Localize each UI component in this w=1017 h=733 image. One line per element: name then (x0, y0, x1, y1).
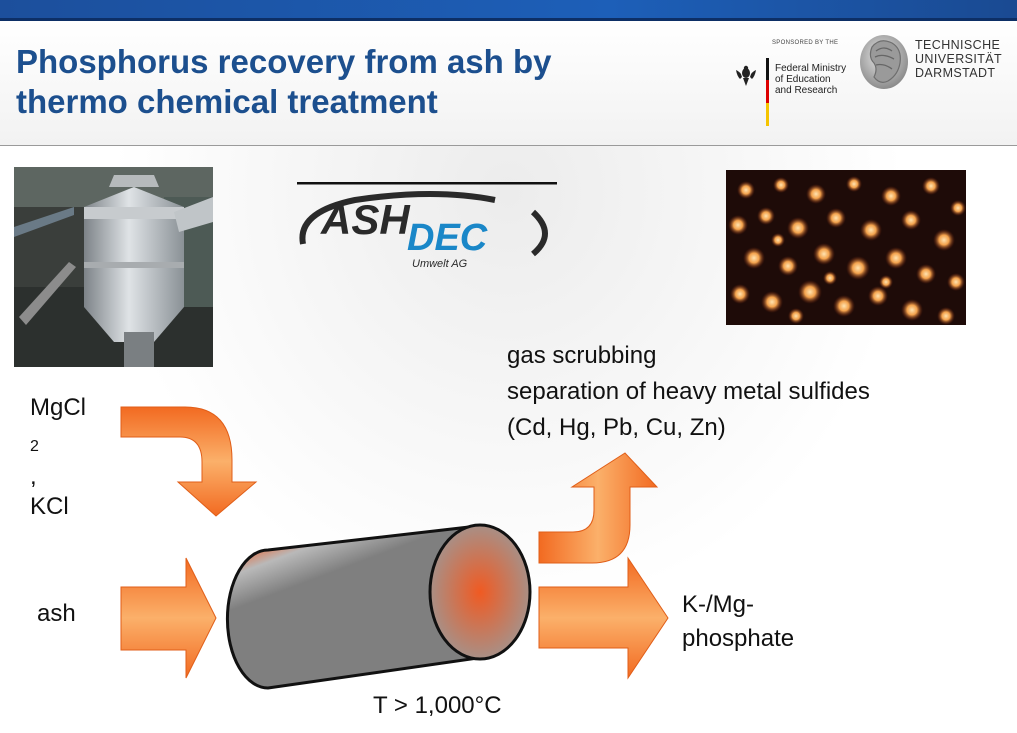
mgcl-label: MgCl (30, 394, 87, 421)
slide-title: Phosphorus recovery from ash by thermo c… (16, 42, 656, 122)
ashdec-logo-ash: ASH (320, 196, 411, 243)
reactor-plant-photo (14, 167, 213, 367)
top-banner-line (0, 18, 1017, 21)
ashdec-logo-dec: DEC (407, 217, 488, 259)
title-line-2: thermo chemical treatment (16, 83, 438, 120)
athena-head-logo-icon (860, 35, 908, 89)
ashdec-logo: ASH DEC Umwelt AG (297, 182, 557, 270)
federal-eagle-icon (736, 65, 756, 86)
product-output-arrow (538, 556, 669, 680)
heavy-metal-list-label: (Cd, Hg, Pb, Cu, Zn) (507, 414, 726, 441)
top-banner-bar (0, 0, 1017, 18)
title-line-1: Phosphorus recovery from ash by (16, 43, 552, 80)
product-line-2: phosphate (682, 625, 795, 652)
gas-output-description: gas scrubbing separation of heavy metal … (507, 338, 870, 446)
kcl-label: KCl (30, 492, 69, 520)
ministry-name: Federal Ministry of Education and Resear… (775, 63, 846, 96)
temperature-label: T > 1,000°C (373, 692, 502, 719)
mgcl-comma: , (30, 462, 37, 490)
gas-output-arrow (538, 452, 659, 564)
process-diagram (120, 406, 669, 690)
heavy-metal-separation-label: separation of heavy metal sulfides (507, 378, 870, 405)
additive-arrow (120, 406, 258, 517)
university-line-3: DARMSTADT (915, 66, 996, 80)
product-line-1: K-/Mg- (682, 591, 754, 618)
rotary-kiln-cylinder (225, 523, 532, 690)
ministry-line-2: of Education (775, 74, 831, 85)
additives-label: MgCl 2, KCl (30, 393, 86, 522)
ministry-line-1: Federal Ministry (775, 63, 847, 74)
ministry-line-3: and Research (775, 85, 838, 96)
kiln-end-face (428, 523, 532, 661)
university-name: TECHNISCHE UNIVERSITÄT DARMSTADT (915, 38, 1002, 80)
gas-scrubbing-label: gas scrubbing (507, 342, 657, 369)
mgcl-subscript: 2 (30, 437, 39, 455)
ashdec-logo-subtitle: Umwelt AG (412, 258, 468, 270)
ash-input-arrow (120, 557, 217, 679)
slide-header (0, 21, 1017, 145)
header-divider (0, 145, 1017, 146)
glowing-pellets-photo (726, 170, 966, 325)
ash-input-label: ash (37, 600, 76, 627)
sponsor-caption: SPONSORED BY THE (772, 40, 839, 46)
university-line-2: UNIVERSITÄT (915, 52, 1003, 66)
german-flag-stripe-icon (766, 58, 769, 126)
product-label: K-/Mg- phosphate (682, 588, 794, 656)
university-line-1: TECHNISCHE (915, 38, 1001, 52)
